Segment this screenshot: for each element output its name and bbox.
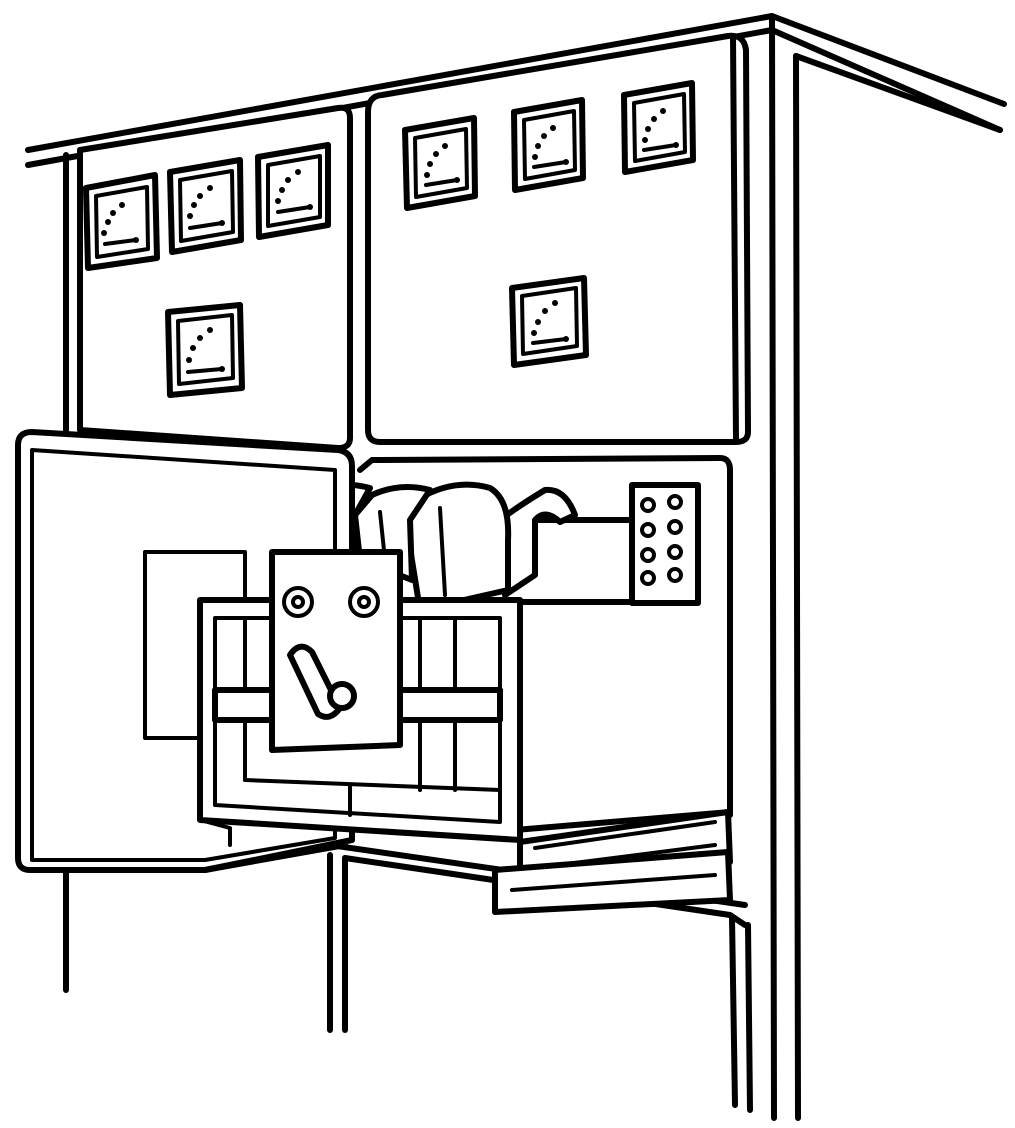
breaker-poles — [282, 481, 578, 613]
knob-left-icon — [282, 586, 314, 618]
meter-8 — [509, 275, 589, 368]
meter-3 — [255, 142, 331, 240]
operating-handle-icon — [287, 643, 357, 720]
meter-5 — [402, 115, 478, 211]
knob-right-icon — [348, 586, 380, 618]
meter-1 — [83, 172, 160, 271]
upper-right-panel — [365, 32, 751, 445]
meter-4 — [165, 302, 245, 398]
meter-2 — [167, 157, 244, 255]
meter-7 — [621, 80, 696, 175]
meter-6 — [511, 97, 586, 193]
guide-rails — [202, 809, 733, 915]
upper-left-panel — [77, 104, 353, 451]
terminal-block — [629, 482, 701, 606]
breaker-front-plate — [269, 549, 403, 753]
